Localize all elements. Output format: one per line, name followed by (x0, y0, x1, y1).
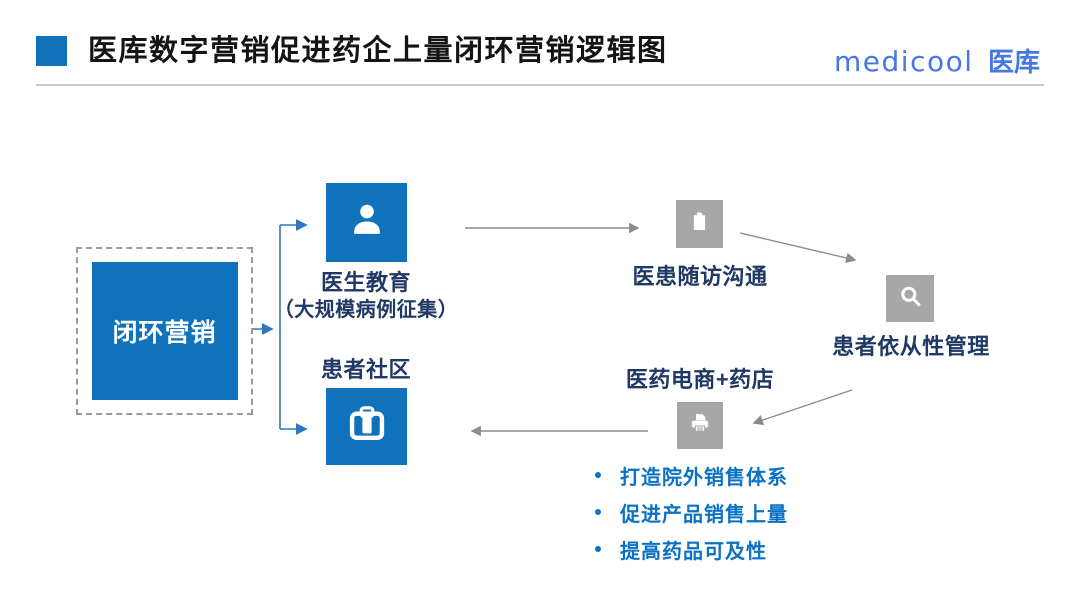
bullet-dot-icon (595, 509, 601, 515)
doctor-education-box (326, 183, 407, 262)
bullet-dot-icon (595, 546, 601, 552)
search-icon (896, 282, 925, 316)
outcome-text: 打造院外销售体系 (620, 466, 788, 489)
title-accent-square (36, 36, 67, 66)
outcome-text: 促进产品销售上量 (620, 503, 788, 526)
briefcase-icon (344, 401, 390, 452)
person-icon (345, 198, 389, 247)
bullet-dot-icon (595, 472, 601, 478)
blue-connectors (253, 219, 308, 435)
followup-label: 医患随访沟通 (632, 264, 768, 289)
closed-loop-label: 闭环营销 (112, 319, 217, 347)
page-title: 医库数字营销促进药企上量闭环营销逻辑图 (88, 35, 668, 67)
list-item: 促进产品销售上量 (595, 501, 788, 526)
medicool-logo: medicool 医库 (834, 42, 1040, 79)
closed-loop-dashed-frame: 闭环营销 (76, 247, 253, 415)
doctor-education-label: 医生教育 (320, 270, 411, 295)
header-divider (36, 84, 1044, 86)
list-item: 提高药品可及性 (595, 538, 788, 563)
printer-icon (686, 409, 714, 442)
closed-loop-box: 闭环营销 (91, 262, 238, 400)
clipboard-icon (686, 208, 713, 240)
list-item: 打造院外销售体系 (595, 464, 788, 489)
outcome-text: 提高药品可及性 (620, 540, 767, 563)
logo-cn-text: 医库 (987, 47, 1040, 77)
ecommerce-box (677, 402, 723, 449)
compliance-label: 患者依从性管理 (832, 334, 990, 359)
doctor-education-sublabel: （大规模病例征集） (273, 299, 459, 321)
followup-box (676, 200, 723, 248)
patient-community-box (326, 388, 407, 465)
logo-wordmark: medicool (834, 45, 974, 78)
ecommerce-label: 医药电商+药店 (625, 367, 775, 392)
outcome-list: 打造院外销售体系 促进产品销售上量 提高药品可及性 (595, 464, 788, 575)
patient-community-label: 患者社区 (320, 357, 411, 382)
compliance-box (886, 275, 934, 322)
